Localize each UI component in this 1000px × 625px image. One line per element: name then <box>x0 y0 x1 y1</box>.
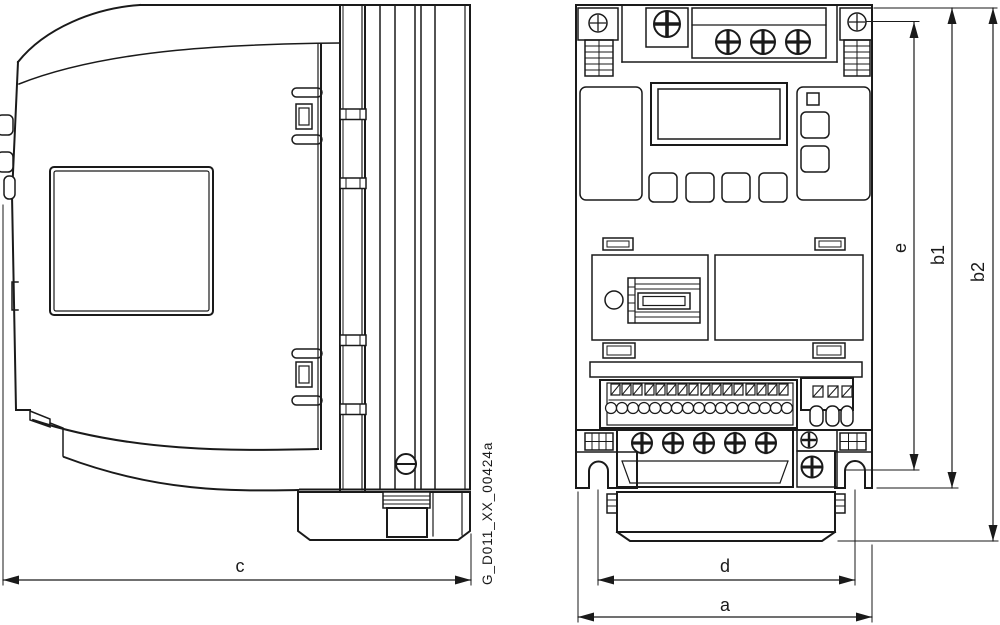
dimension-b2 <box>837 7 999 542</box>
dimension-b1 <box>873 7 998 489</box>
dimension-d <box>597 489 856 586</box>
dimension-label-a: a <box>720 595 731 615</box>
front-view <box>575 4 873 542</box>
selector-switch <box>627 277 701 324</box>
dimension-e <box>845 21 920 471</box>
right-clip-ladder <box>843 39 871 77</box>
top-terminal-block <box>691 7 827 59</box>
dimension-label-c: c <box>236 556 245 576</box>
lcd-display <box>650 82 788 146</box>
side-bottom <box>15 409 471 492</box>
slotted-screw-icon <box>395 453 417 475</box>
cover-hooks <box>291 87 323 406</box>
control-terminal-block <box>599 379 798 429</box>
ground-screws <box>796 429 838 488</box>
gland-plate-front <box>606 491 846 542</box>
label-plate <box>49 166 214 316</box>
dimension-label-b2: b2 <box>968 262 988 282</box>
top-strip <box>577 4 873 77</box>
gland-box-side <box>297 491 471 541</box>
power-terminal-block <box>584 429 867 488</box>
mid-tabs <box>602 237 846 359</box>
top-right-screw <box>839 7 873 41</box>
keypad-buttons <box>648 172 788 203</box>
din-rail-clips <box>339 108 367 416</box>
io-cover-area <box>589 254 864 378</box>
heatsink-fins <box>317 4 436 491</box>
cover-screw <box>645 7 689 48</box>
drawing-id-caption: G_D011_XX_00424a <box>480 442 495 585</box>
dimension-label-e: e <box>890 243 910 253</box>
side-view <box>0 3 471 541</box>
aux-terminal-block <box>800 377 854 427</box>
dimension-c <box>2 204 472 586</box>
side-clips <box>0 114 19 311</box>
left-clip-ladder <box>584 39 614 77</box>
keypad-area <box>579 82 871 203</box>
top-left-screw <box>577 7 619 41</box>
dimension-a <box>577 491 873 623</box>
dimension-label-b1: b1 <box>928 245 948 265</box>
dimension-label-d: d <box>720 556 730 576</box>
right-button-panel <box>796 86 871 201</box>
mounting-feet <box>575 429 873 489</box>
